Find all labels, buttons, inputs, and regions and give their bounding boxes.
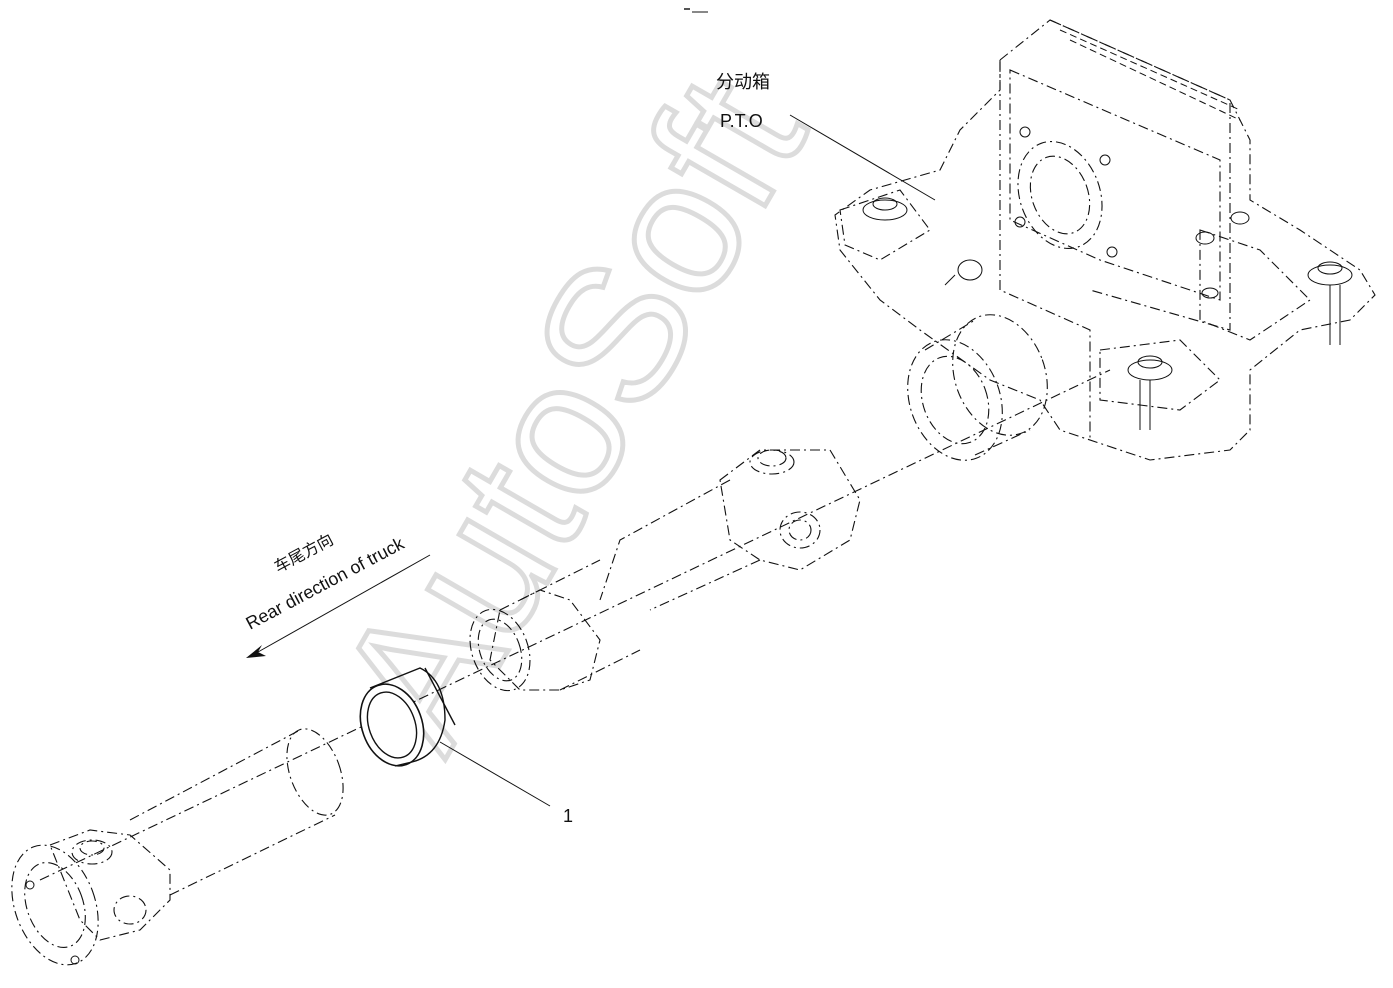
upper-universal-joint [599,449,861,611]
part-1-leader-line [439,741,551,807]
watermark: AutoSoft [294,41,847,783]
top-mark [684,8,708,13]
part-number-label: 1 [563,806,573,826]
part-1-bushing [359,667,456,767]
shaft-axis [39,369,1111,881]
rear-universal-joint [11,829,171,966]
output-flange [907,314,1048,461]
pto-gearbox [834,19,1376,461]
pto-leader-line [789,114,936,201]
pto-label-chinese: 分动箱 [716,72,770,93]
watermark-text: AutoSoft [297,43,845,780]
rear-direction-label-chinese: 车尾方向 [271,530,336,577]
slip-yoke [469,559,641,692]
rear-tube [129,728,344,896]
rear-direction-arrow [246,554,431,658]
pto-label-english: P.T.O [720,111,763,131]
